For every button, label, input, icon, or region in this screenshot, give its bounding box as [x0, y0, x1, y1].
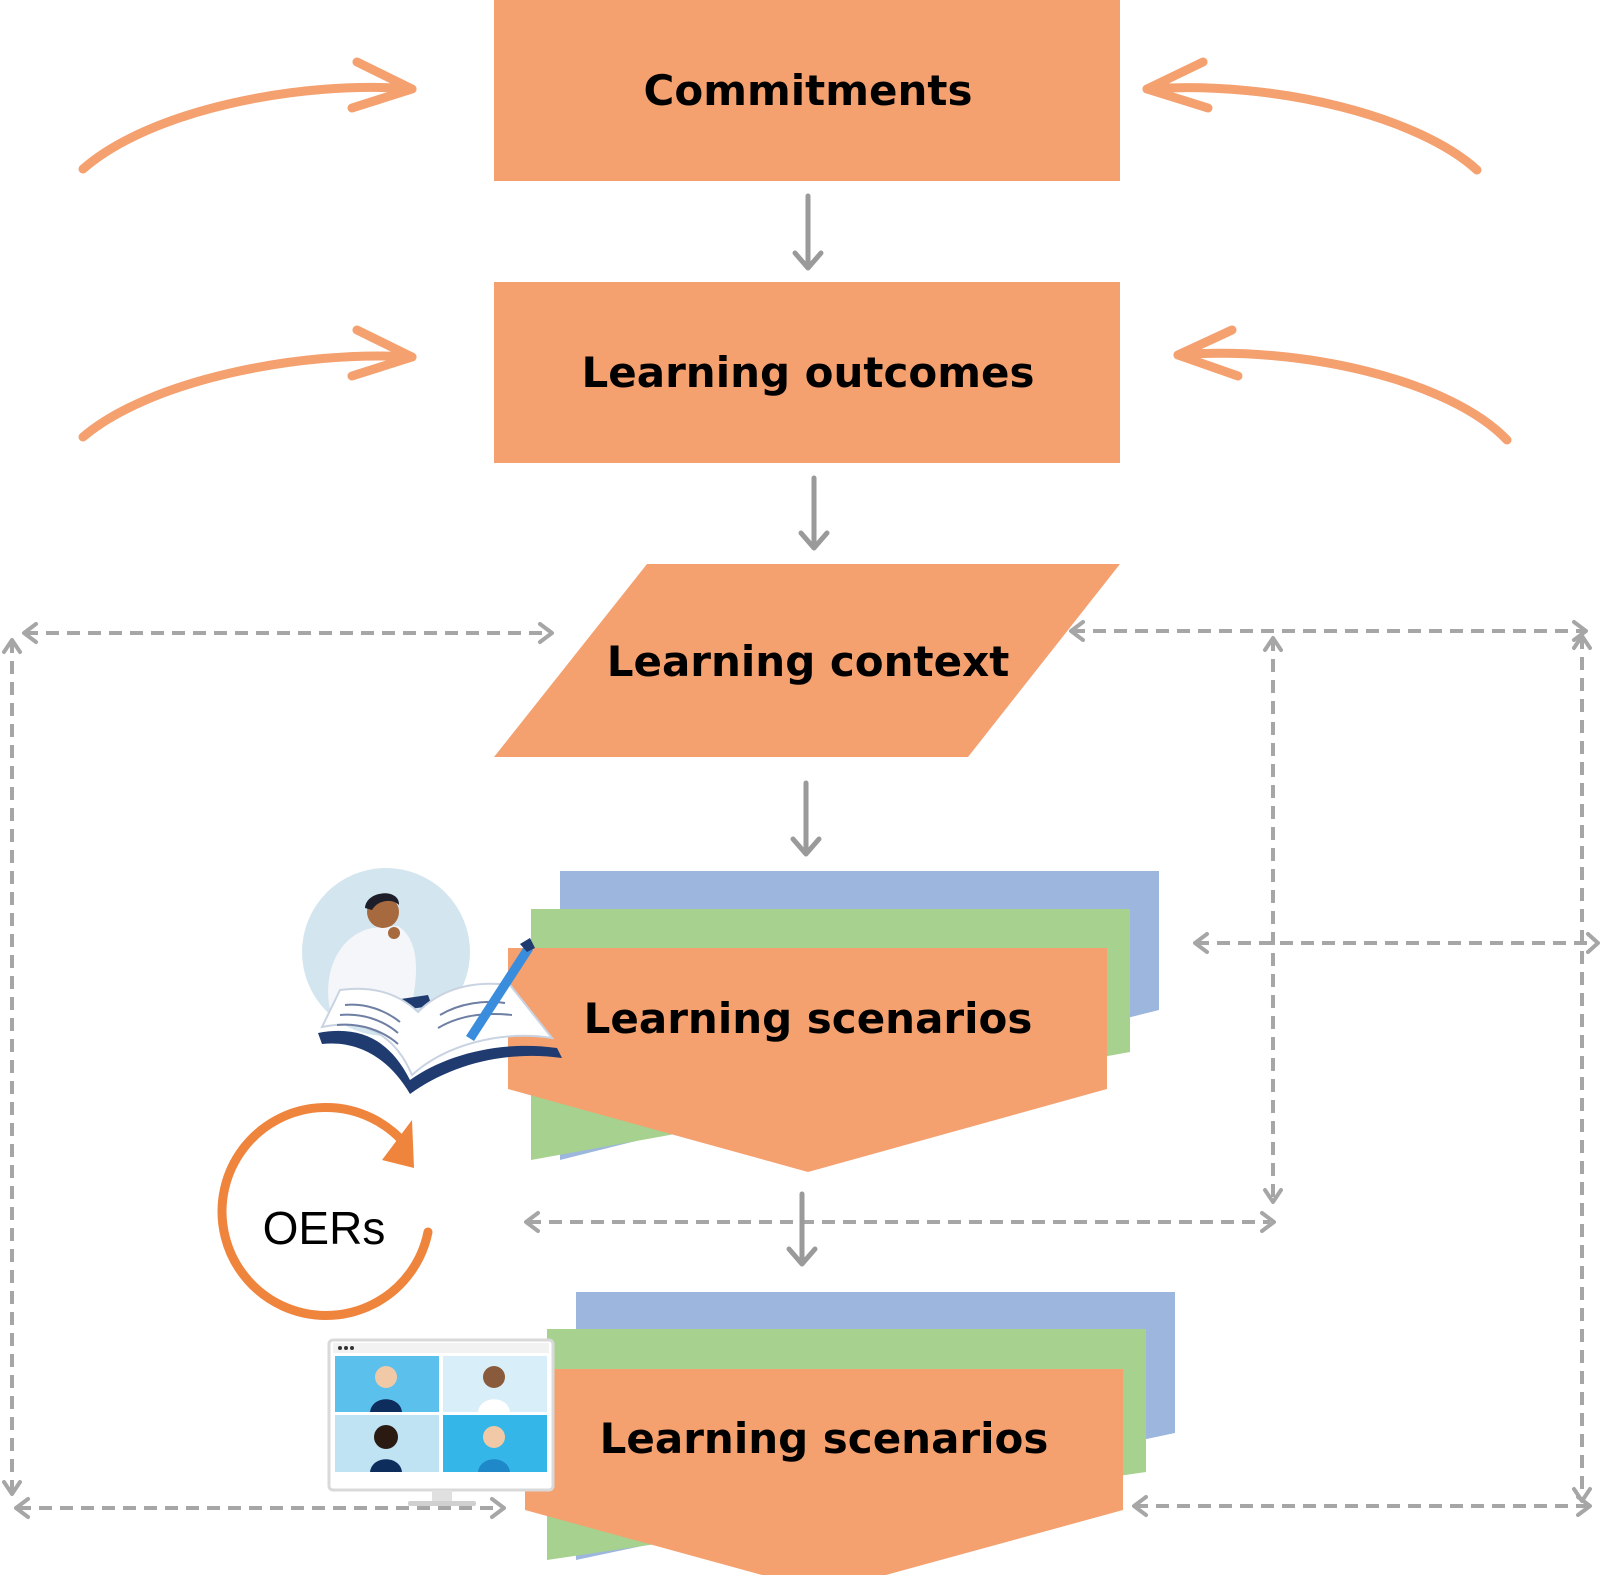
arrow-context-to-scenarios	[790, 780, 822, 857]
dashed-arrowheads	[2, 620, 1600, 1519]
learning-scenarios-stack-1: Learning scenarios	[508, 871, 1159, 1172]
oers-label: OERs	[263, 1202, 386, 1254]
stack-layer-orange	[508, 948, 1107, 1172]
dashed-connectors	[10, 629, 1595, 1510]
curved-arrow-mid-left	[78, 325, 417, 442]
curved-arrow-top-left	[78, 57, 417, 174]
learning-outcomes-box: Learning outcomes	[494, 282, 1120, 463]
learning-scenarios-label-1: Learning scenarios	[584, 994, 1033, 1043]
learning-outcomes-label: Learning outcomes	[581, 348, 1034, 397]
learning-scenarios-stack-2: Learning scenarios	[525, 1292, 1175, 1575]
commitments-box: Commitments	[494, 0, 1120, 181]
cycle-arrow-icon	[217, 1103, 433, 1320]
curved-arrow-top-right	[1142, 57, 1482, 175]
arrow-outcomes-to-context	[798, 475, 830, 551]
curved-arrow-mid-right	[1173, 325, 1512, 445]
learning-context-label: Learning context	[607, 637, 1010, 686]
arrow-scenarios-to-scenarios	[786, 1191, 818, 1267]
learning-scenarios-label-2: Learning scenarios	[600, 1414, 1049, 1463]
arrow-commitments-to-outcomes	[792, 193, 824, 271]
solid-arrows	[786, 193, 830, 1267]
curved-arrows	[78, 57, 1512, 445]
cycle-arrowhead-icon	[382, 1120, 414, 1168]
oers-cycle: OERs	[217, 1103, 433, 1320]
reader-with-book-icon	[302, 868, 562, 1094]
commitments-label: Commitments	[644, 66, 973, 115]
learning-context-parallelogram: Learning context	[494, 564, 1120, 757]
stack-layer-orange	[525, 1369, 1123, 1575]
video-call-monitor-icon	[327, 1338, 555, 1506]
